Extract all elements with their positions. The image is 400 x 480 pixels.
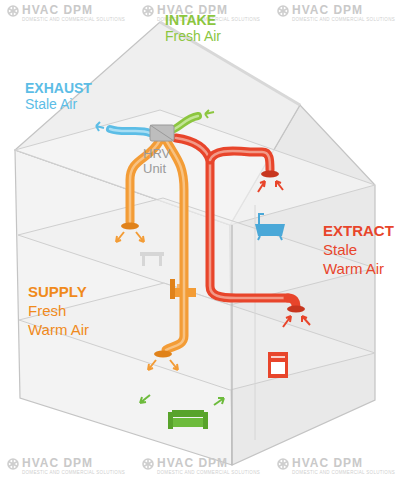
watermark-logo [143,459,153,469]
flow-heading: EXTRACT [323,222,400,240]
flow-description: Stale Air [25,96,115,112]
duct-highlight [110,129,150,133]
extract-duct [288,298,296,306]
intake-duct [172,116,198,130]
cooker-door [271,362,285,374]
ground-floor [19,283,375,390]
house-corner [231,225,232,465]
logo-ring [143,6,153,16]
watermark-subtitle: DOMESTIC AND COMMERCIAL SOLUTIONS [22,17,132,23]
hrv-unit [150,125,174,141]
flow-description: Fresh Air [165,28,255,44]
supply-arrow [116,232,124,242]
watermark-logo [278,459,288,469]
flow-heading: SUPPLY [28,283,108,301]
interior-partition [255,205,256,440]
flow-description: Stale Warm Air [323,240,395,278]
watermark: HVAC DPM [292,457,400,470]
exhaust-duct [110,129,150,133]
sofa-arm [168,412,173,429]
supply-arrow [136,232,144,242]
supply-arrow [170,360,178,370]
extract-arrow [302,316,310,325]
bathtub-tap [259,214,264,224]
desk-icon [140,252,164,266]
cooker-knobs [271,356,285,358]
logo-blades [144,6,153,16]
watermark-logo [143,6,153,16]
extract-duct [210,151,270,170]
first-floor [18,198,375,305]
watermark: HVAC DPM [22,4,132,17]
sofa-arm [203,412,208,429]
desk-leg [159,256,162,266]
desk-leg [142,256,145,266]
room-air-arrows [140,395,224,405]
sofa-icon [168,410,208,429]
cooker-icon [268,352,288,378]
intake-arrow [205,110,214,118]
watermark-logo [8,459,18,469]
watermark: HVAC DPM [157,457,267,470]
logo-ring [143,459,153,469]
desk-top [140,252,164,256]
attic-floor [15,110,375,225]
watermark-subtitle: DOMESTIC AND COMMERCIAL SOLUTIONS [22,470,132,476]
bathtub-body [255,224,285,236]
sofa-seat [172,418,204,427]
extract-arrow [283,316,291,327]
roof-ridge [160,22,300,105]
room-air-arrow [214,398,224,405]
supply-arrow [148,360,156,370]
duct-highlight [210,151,270,170]
logo-ring [278,6,288,16]
supply-diffuser [154,351,172,358]
logo-blades [9,459,18,469]
supply-diffuser [121,223,139,230]
cooker-body [268,352,288,378]
flow-heading: EXHAUST [25,80,115,96]
extract-grille [261,171,279,178]
extract-arrows [258,181,310,327]
logo-blades [279,459,288,469]
watermark-subtitle: DOMESTIC AND COMMERCIAL SOLUTIONS [292,470,400,476]
logo-ring [278,459,288,469]
bathtub-foot [258,236,260,240]
duct-highlight [166,140,184,350]
watermark-logo [8,6,18,16]
extract-duct [176,138,288,298]
extract-grille [287,306,305,313]
supply-arrows [116,232,178,370]
supply-duct [166,140,184,350]
logo-ring [8,6,18,16]
extract-arrow [258,181,265,192]
watermark: HVAC DPM [292,4,400,17]
watermark: HVAC DPM [22,457,132,470]
duct-highlight [176,138,288,298]
logo-blades [144,459,153,469]
flow-description: Fresh Warm Air [28,301,100,339]
hrv-core [150,125,174,141]
duct-highlight [172,116,198,130]
logo-blades [279,6,288,16]
bed-headboard [170,279,175,299]
extract-arrow [276,181,283,190]
sofa-back [172,410,204,417]
room-air-arrow [140,395,150,403]
bathtub-foot [280,236,282,240]
exhaust-arrow [96,122,104,131]
flow-heading: INTAKE [165,12,255,28]
watermark-logo [278,6,288,16]
unit-label: HRV Unit [143,146,183,176]
watermark-subtitle: DOMESTIC AND COMMERCIAL SOLUTIONS [292,17,400,23]
bathtub-icon [255,214,285,240]
watermark-subtitle: DOMESTIC AND COMMERCIAL SOLUTIONS [157,470,267,476]
logo-ring [8,459,18,469]
logo-blades [9,6,18,16]
